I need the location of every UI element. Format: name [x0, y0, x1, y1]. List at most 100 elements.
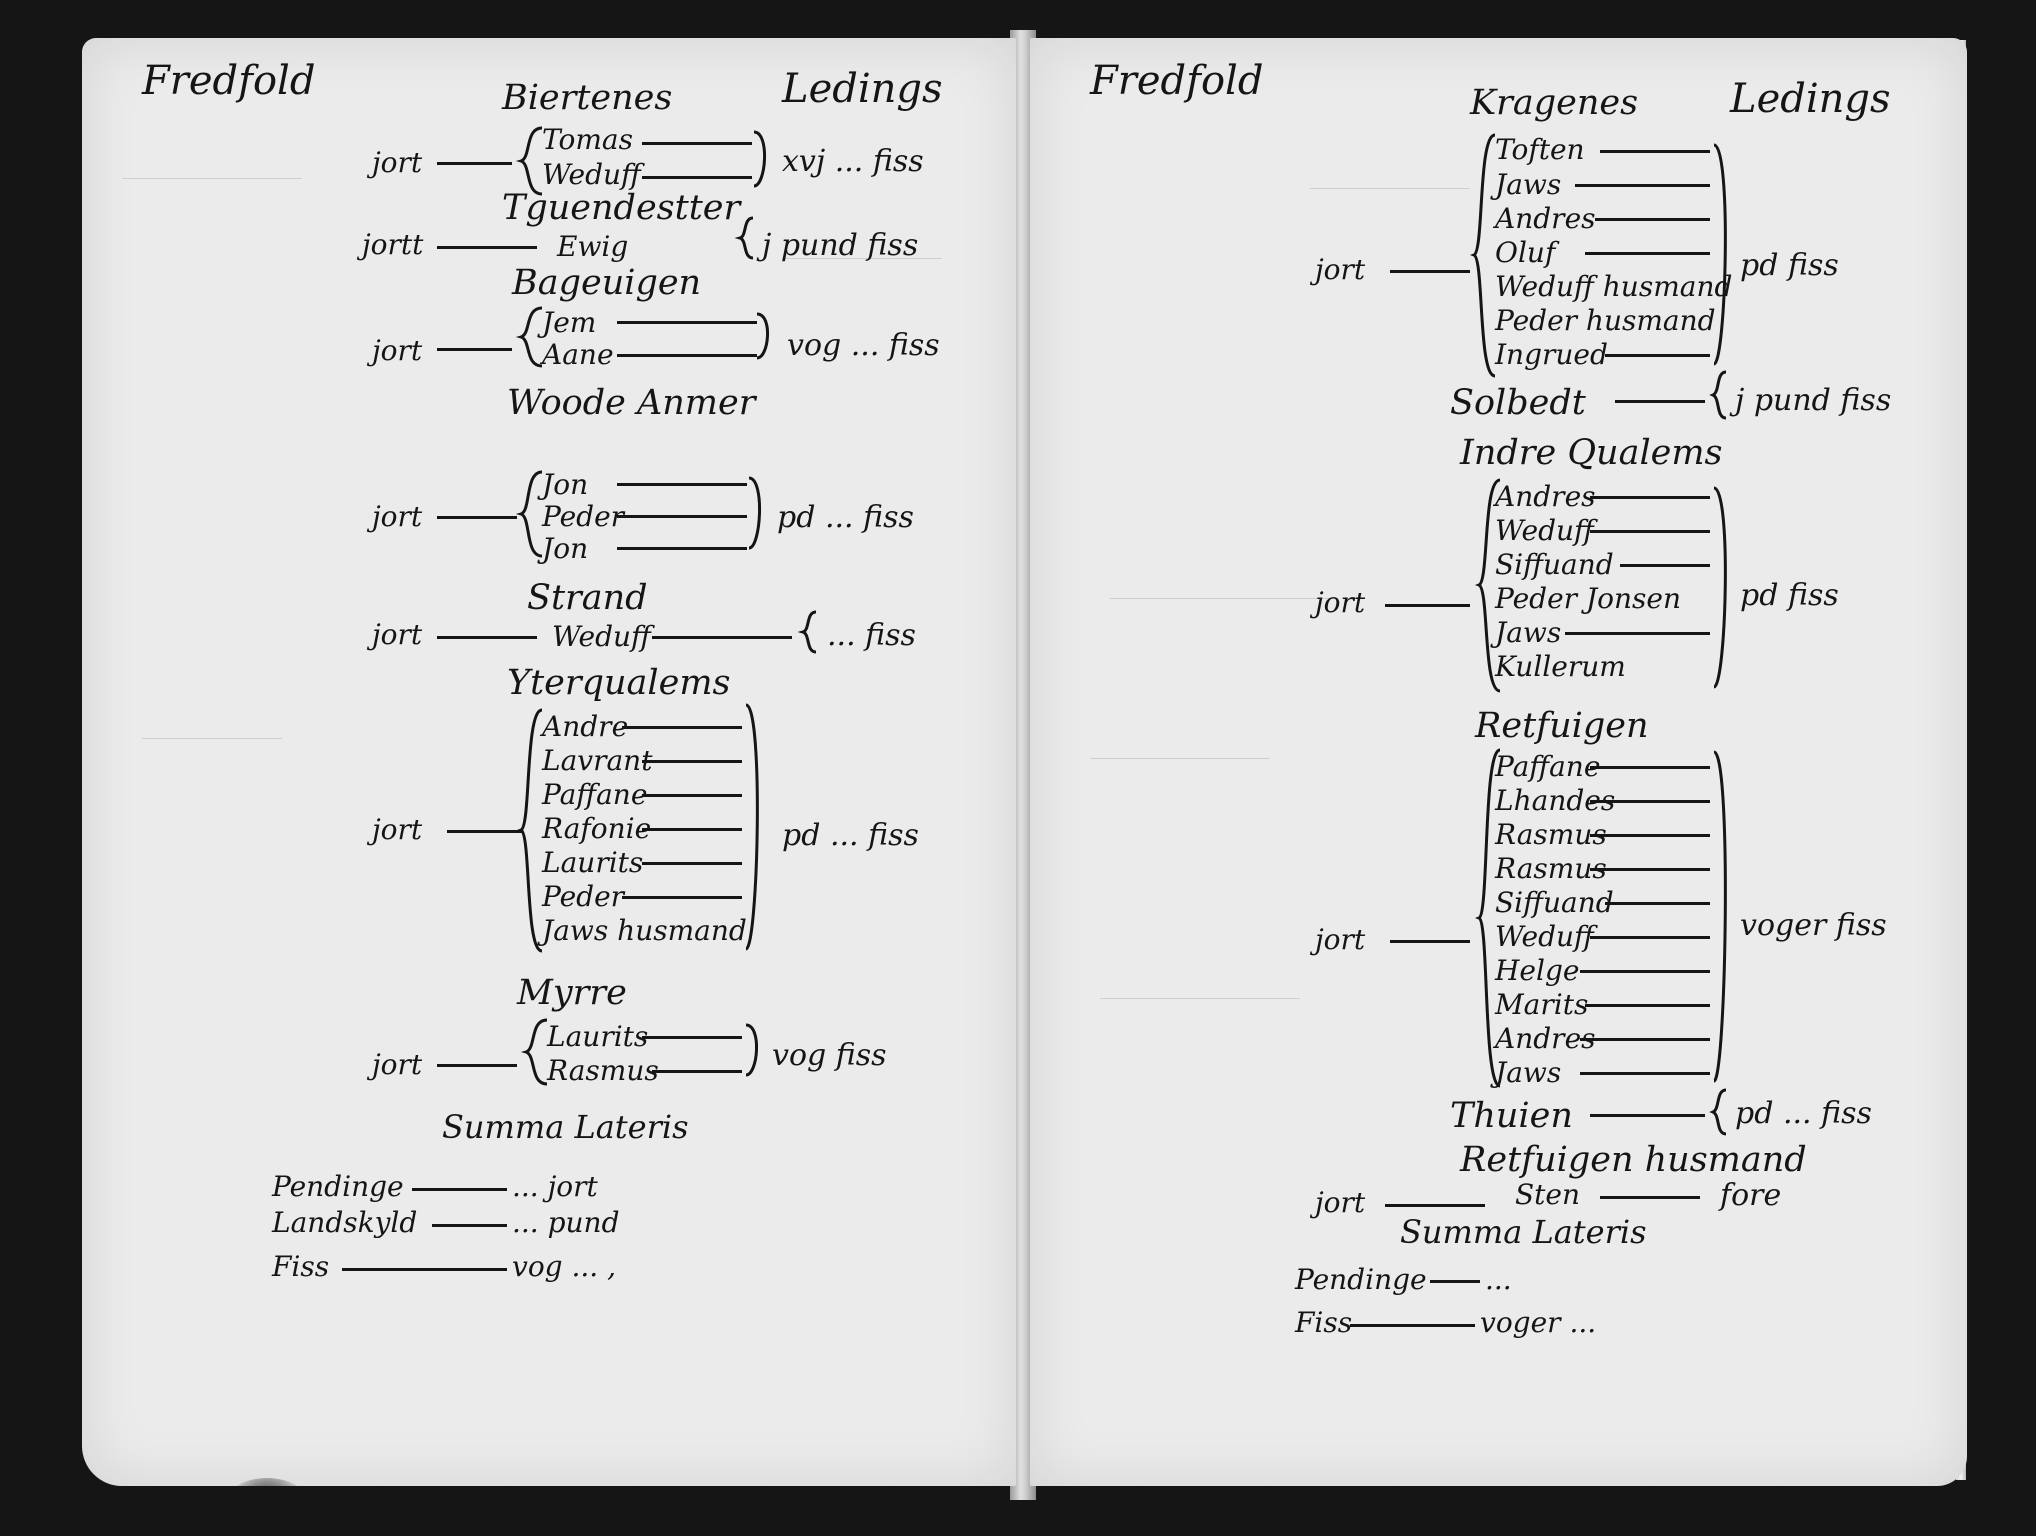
- person-name: Laurits: [547, 1020, 649, 1053]
- ruled-line: [642, 760, 742, 763]
- bracket: [748, 476, 761, 550]
- person-name: Peder: [542, 500, 625, 533]
- levy-amount: vog ... fiss: [787, 328, 940, 363]
- person-name: Siffuand: [1495, 548, 1614, 581]
- person-name: Oluf: [1495, 236, 1556, 269]
- curly-brace: [520, 1018, 548, 1086]
- page-header-place: Fredfold: [1090, 58, 1264, 104]
- ruled-line: [1350, 1324, 1475, 1327]
- person-name: Marits: [1495, 988, 1589, 1021]
- summa-label: Pendinge: [272, 1170, 404, 1203]
- person-name: Toften: [1495, 133, 1585, 166]
- levy-amount: pd ... fiss: [782, 818, 919, 853]
- bleed-through: [1310, 188, 1470, 189]
- person-name: Jaws: [1495, 168, 1562, 201]
- summa-heading: Summa Lateris: [1400, 1213, 1647, 1251]
- ruled-line: [1585, 252, 1710, 255]
- person-name: Andres: [1495, 480, 1596, 513]
- bleed-through: [122, 178, 302, 179]
- column-header: Ledings: [1730, 76, 1891, 122]
- ruled-line: [1600, 150, 1710, 153]
- ruled-line: [1590, 496, 1710, 499]
- land-unit: jort: [1315, 923, 1366, 956]
- summa-value: vog ... ,: [512, 1250, 617, 1283]
- summa-label: Fiss: [1295, 1306, 1353, 1339]
- land-unit: jort: [372, 334, 423, 367]
- bracket: [744, 703, 759, 951]
- ruled-line: [1590, 834, 1710, 837]
- location-name: Thuien: [1450, 1096, 1573, 1136]
- person-name: Laurits: [542, 846, 644, 879]
- land-unit: jortt: [362, 228, 424, 261]
- person-name: Ingrued: [1495, 338, 1608, 371]
- bracket: [756, 312, 770, 360]
- bleed-through: [1110, 598, 1330, 599]
- person-name: Rasmus: [1495, 818, 1607, 851]
- land-unit: jort: [372, 1048, 423, 1081]
- ruled-line: [1390, 940, 1470, 943]
- location-name: Tguendestter: [502, 188, 741, 228]
- ruled-line: [642, 862, 742, 865]
- person-name: Lavrant: [542, 744, 653, 777]
- ruled-line: [642, 176, 752, 179]
- person-name: Weduff: [1495, 920, 1594, 953]
- person-name: Helge: [1495, 954, 1580, 987]
- ruled-line: [1605, 354, 1710, 357]
- column-header: Ledings: [782, 66, 943, 112]
- person-name: Peder: [542, 880, 625, 913]
- levy-amount: ... fiss: [827, 618, 916, 653]
- curly-brace: [1709, 370, 1727, 420]
- ruled-line: [1390, 270, 1470, 273]
- curly-brace: [515, 470, 543, 558]
- summa-label: Fiss: [272, 1250, 330, 1283]
- land-unit: jort: [1315, 1186, 1366, 1219]
- ruled-line: [622, 896, 742, 899]
- ruled-line: [1590, 936, 1710, 939]
- levy-amount: fore: [1720, 1178, 1782, 1213]
- ruled-line: [1615, 400, 1705, 403]
- ruled-line: [1580, 970, 1710, 973]
- ruled-line: [1385, 604, 1470, 607]
- ruled-line: [1575, 184, 1710, 187]
- ruled-line: [1595, 218, 1710, 221]
- person-name: Peder husmand: [1495, 304, 1716, 337]
- person-name: Kullerum: [1495, 650, 1626, 683]
- person-name: Aane: [542, 338, 614, 371]
- ruled-line: [437, 348, 512, 351]
- curly-brace: [515, 306, 543, 368]
- ruled-line: [1590, 868, 1710, 871]
- ruled-line: [1385, 1204, 1485, 1207]
- ruled-line: [642, 1036, 742, 1039]
- person-name: Jon: [542, 532, 589, 565]
- left-page: Fredfold Ledings Biertenes Tomas Weduff …: [82, 38, 1016, 1486]
- person-name: Weduff: [552, 620, 651, 653]
- person-name: Weduff husmand: [1495, 270, 1733, 303]
- ruled-line: [1430, 1280, 1480, 1283]
- ruled-line: [652, 1070, 742, 1073]
- ruled-line: [652, 636, 792, 639]
- person-name: Rasmus: [547, 1054, 659, 1087]
- location-name: Kragenes: [1470, 83, 1639, 123]
- ruled-line: [1600, 1196, 1700, 1199]
- person-name: Tomas: [542, 123, 633, 156]
- bracket: [745, 1023, 759, 1077]
- levy-amount: pd fiss: [1740, 248, 1839, 283]
- ruled-line: [617, 547, 747, 550]
- ruled-line: [1565, 632, 1710, 635]
- person-name: Jaws husmand: [542, 914, 747, 947]
- levy-amount: pd ... fiss: [1735, 1096, 1872, 1131]
- ruled-line: [437, 516, 517, 519]
- ruled-line: [642, 794, 742, 797]
- ruled-line: [437, 1064, 517, 1067]
- bleed-through: [782, 258, 942, 259]
- ruled-line: [622, 726, 742, 729]
- location-name: Woode Anmer: [507, 383, 756, 423]
- ruled-line: [412, 1188, 507, 1191]
- land-unit: jort: [1315, 586, 1366, 619]
- ruled-line: [1605, 902, 1710, 905]
- ruled-line: [642, 828, 742, 831]
- land-unit: jort: [372, 146, 423, 179]
- levy-amount: vog fiss: [772, 1038, 887, 1073]
- ruled-line: [1590, 1114, 1705, 1117]
- ruled-line: [437, 162, 512, 165]
